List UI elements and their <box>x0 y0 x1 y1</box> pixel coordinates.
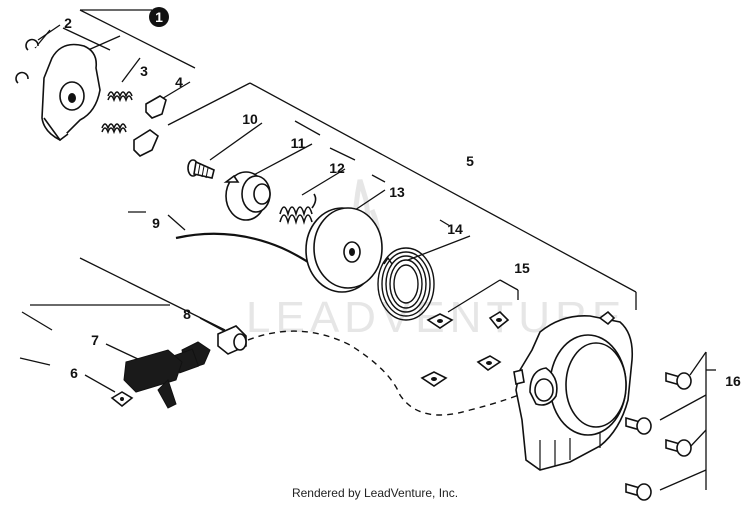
callout-8: 8 <box>183 306 191 322</box>
callout-7: 7 <box>91 332 99 348</box>
recoil-spring-part <box>279 193 317 225</box>
rope-guide-part <box>217 325 247 355</box>
callout-12: 12 <box>329 160 345 176</box>
callout-5: 5 <box>466 153 474 169</box>
rope-reel-part <box>305 207 383 293</box>
leader-lines <box>19 9 716 491</box>
washer-part <box>15 38 39 84</box>
callout-15: 15 <box>514 260 530 276</box>
pulley-hub-part <box>41 43 101 142</box>
callout-2: 2 <box>64 15 72 31</box>
callout-4: 4 <box>175 74 183 90</box>
callout-3: 3 <box>140 63 148 79</box>
center-bolt-part <box>187 159 215 179</box>
callout-13: 13 <box>389 184 405 200</box>
callout-10: 10 <box>242 111 258 127</box>
starter-housing-part <box>513 310 634 471</box>
callout-1-badge <box>149 7 169 27</box>
starter-rope-part <box>175 232 321 271</box>
pawl-part <box>133 95 167 157</box>
callout-labels: 1 2 3 4 5 6 7 8 9 10 11 12 13 14 15 16 <box>64 7 741 389</box>
callout-1: 1 <box>155 9 163 25</box>
handle-insert-part <box>110 391 134 408</box>
housing-bolt-part <box>625 371 692 501</box>
pawl-spring-part <box>101 91 133 135</box>
starter-handle-part <box>123 341 211 409</box>
square-nut-part <box>420 310 510 387</box>
callout-9: 9 <box>152 215 160 231</box>
spiral-spring-part <box>377 247 435 321</box>
callout-16: 16 <box>725 373 741 389</box>
reel-hub-part <box>223 171 271 221</box>
footer-credit: Rendered by LeadVenture, Inc. <box>291 486 459 500</box>
callout-6: 6 <box>70 365 78 381</box>
callout-11: 11 <box>291 135 306 151</box>
callout-14: 14 <box>447 221 463 237</box>
